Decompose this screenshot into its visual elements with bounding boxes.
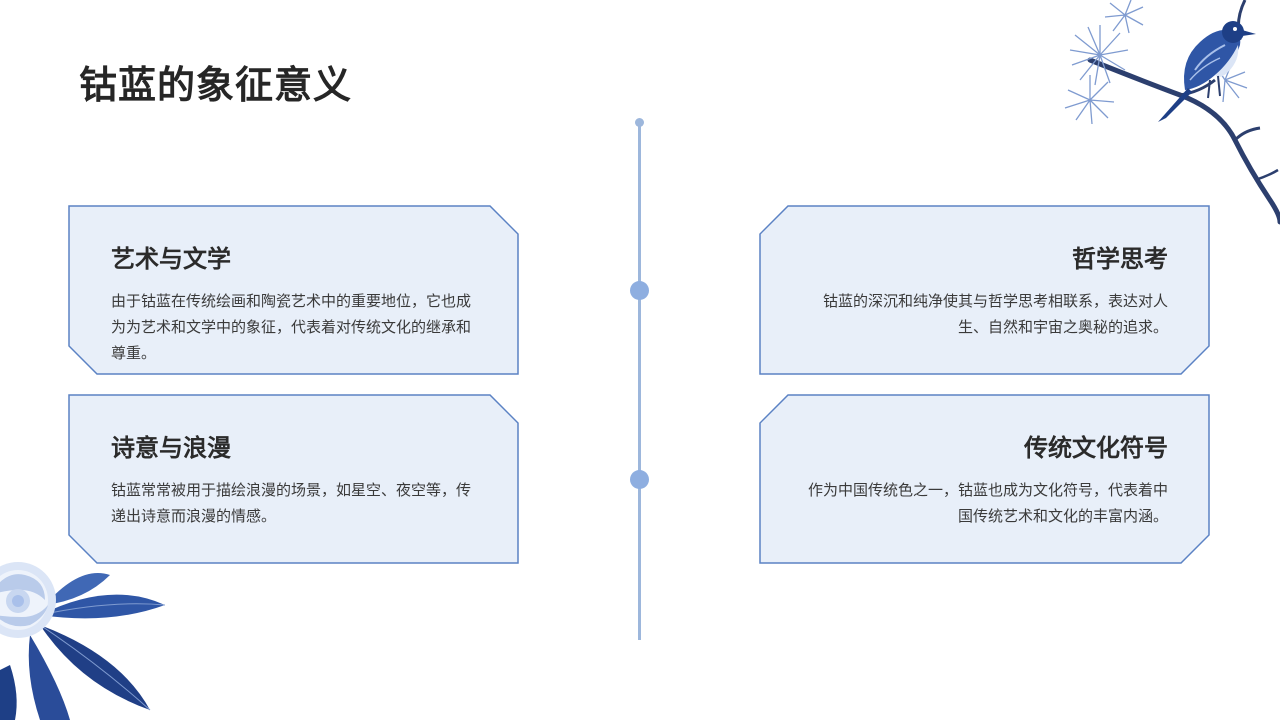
card-title: 诗意与浪漫 — [111, 434, 231, 462]
bird-branch-illustration — [1064, 0, 1280, 225]
page-title: 钴蓝的象征意义 — [79, 63, 353, 107]
card-frame — [759, 205, 1210, 375]
timeline-start-dot — [635, 118, 644, 127]
card-text: 作为中国传统色之一，钴蓝也成为文化符号，代表着中国传统艺术和文化的丰富内涵。 — [807, 481, 1168, 525]
card-poetry-romance: 诗意与浪漫 钴蓝常常被用于描绘浪漫的场景，如星空、夜空等，传递出诗意而浪漫的情感… — [68, 394, 519, 564]
timeline-line — [638, 123, 641, 640]
timeline-dot-upper — [630, 281, 649, 300]
card-frame — [68, 205, 519, 375]
card-art-literature: 艺术与文学 由于钴蓝在传统绘画和陶瓷艺术中的重要地位，它也成为为艺术和文学中的象… — [68, 205, 519, 375]
card-title: 哲学思考 — [1072, 245, 1168, 273]
card-frame — [759, 394, 1210, 564]
timeline-dot-lower — [630, 470, 649, 489]
card-text: 由于钴蓝在传统绘画和陶瓷艺术中的重要地位，它也成为为艺术和文学中的象征，代表着对… — [111, 292, 472, 362]
card-text: 钴蓝常常被用于描绘浪漫的场景，如星空、夜空等，传递出诗意而浪漫的情感。 — [111, 481, 472, 525]
card-text: 钴蓝的深沉和纯净使其与哲学思考相联系，表达对人生、自然和宇宙之奥秘的追求。 — [822, 292, 1168, 336]
peony-leaves-illustration — [0, 562, 166, 720]
card-cultural-symbol: 传统文化符号 作为中国传统色之一，钴蓝也成为文化符号，代表着中国传统艺术和文化的… — [759, 394, 1210, 564]
card-frame — [68, 394, 519, 564]
card-title: 艺术与文学 — [111, 245, 231, 273]
card-title: 传统文化符号 — [1024, 434, 1168, 462]
card-philosophy: 哲学思考 钴蓝的深沉和纯净使其与哲学思考相联系，表达对人生、自然和宇宙之奥秘的追… — [759, 205, 1210, 375]
